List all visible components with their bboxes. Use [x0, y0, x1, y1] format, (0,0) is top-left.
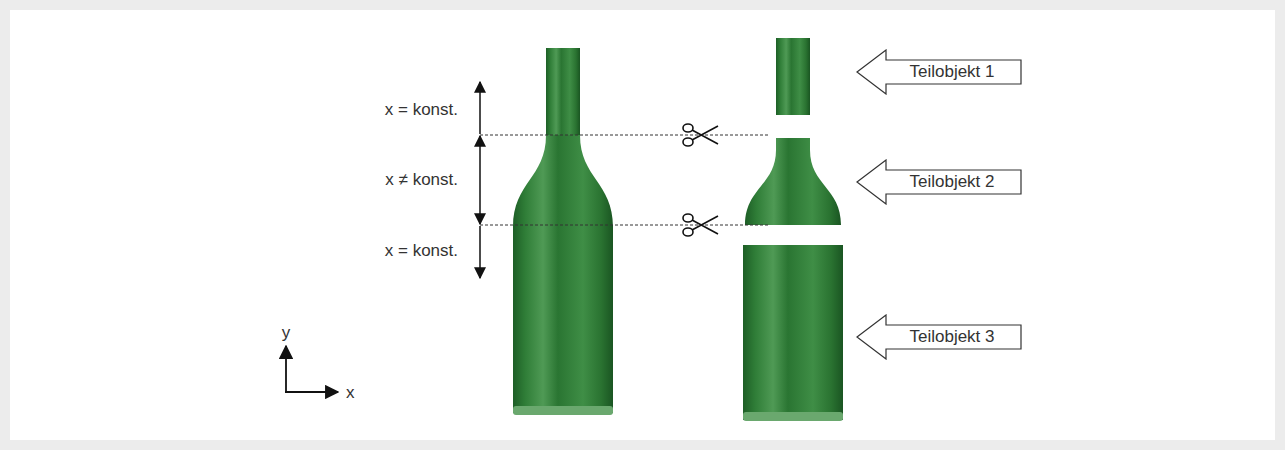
part-label: Teilobjekt 2 — [909, 172, 994, 192]
bottle — [513, 48, 613, 415]
bottle-parts — [743, 38, 843, 421]
axes — [285, 346, 338, 392]
arrow-shape — [857, 50, 1021, 94]
arrow-shape — [857, 160, 1021, 204]
dimension-arrows — [479, 82, 481, 278]
part-label: Teilobjekt 1 — [909, 62, 994, 82]
dimension-label: x = konst. — [385, 241, 458, 261]
dimension-label: x = konst. — [385, 100, 458, 120]
cut-line — [480, 135, 770, 136]
arrow-shape — [857, 315, 1021, 359]
part-label: Teilobjekt 3 — [909, 327, 994, 347]
dimension-label: x ≠ konst. — [385, 170, 458, 190]
callout-arrow: Teilobjekt 3 — [856, 314, 1022, 360]
scissors-symbol — [683, 124, 718, 236]
callout-arrow: Teilobjekt 1 — [856, 49, 1022, 95]
axis-label: x — [346, 383, 355, 403]
cut-line — [480, 225, 770, 226]
axis-label: y — [282, 323, 291, 343]
callout-arrow: Teilobjekt 2 — [856, 159, 1022, 205]
